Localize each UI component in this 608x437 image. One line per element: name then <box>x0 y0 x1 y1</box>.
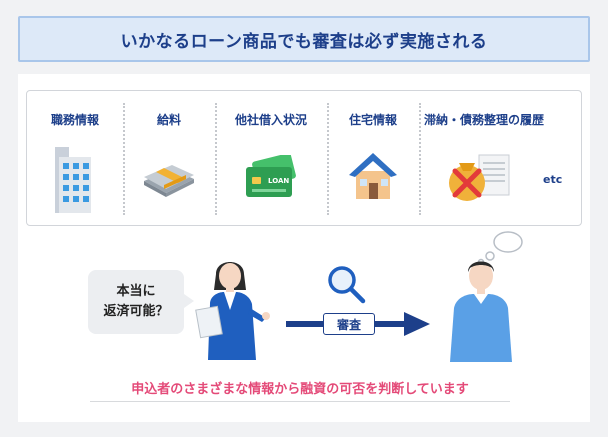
lender-woman-icon <box>194 256 278 360</box>
divider <box>419 103 421 215</box>
speech-line-2: 返済可能？ <box>103 304 169 319</box>
category-salary: 給料 <box>123 91 215 225</box>
speech-bubble: 本当に 返済可能？ <box>88 270 184 334</box>
category-label: 他社借入状況 <box>234 113 307 127</box>
category-label: 職務情報 <box>50 113 99 127</box>
speech-bubble-tail <box>184 294 194 308</box>
cash-bundle-icon <box>142 165 196 199</box>
caption: 申込者のさまざまな情報から融資の可否を判断しています <box>131 382 469 397</box>
divider <box>215 103 217 215</box>
title-banner: いかなるローン商品でも審査は必ず実施される <box>18 16 590 62</box>
magnifier-icon <box>326 264 366 304</box>
category-label: 住宅情報 <box>348 113 397 127</box>
category-other-loans: 他社借入状況 LOAN <box>215 91 327 225</box>
loan-card-text: LOAN <box>268 177 289 185</box>
applicant-man-icon <box>446 256 516 362</box>
caption-underline <box>90 401 510 402</box>
review-label: 審査 <box>323 313 375 335</box>
category-label: 滞納・債務整理の履歴 <box>424 113 545 127</box>
loan-card-icon: LOAN <box>244 155 298 201</box>
category-delinquency-history: 滞納・債務整理の履歴 <box>419 91 545 225</box>
house-icon <box>347 149 399 201</box>
speech-line-1: 本当に <box>116 284 156 299</box>
etc-label: etc <box>543 173 563 186</box>
money-bag-denied-icon <box>445 149 515 205</box>
category-job-info: 職務情報 <box>27 91 123 225</box>
office-building-icon <box>53 147 97 213</box>
divider <box>327 103 329 215</box>
category-housing: 住宅情報 <box>327 91 419 225</box>
divider <box>123 103 125 215</box>
thought-bubble-icon <box>476 230 526 266</box>
diagram-panel: 職務情報 給料 <box>18 74 590 422</box>
review-label-text: 審査 <box>336 317 361 332</box>
page-title: いかなるローン商品でも審査は必ず実施される <box>120 31 488 52</box>
review-criteria-box: 職務情報 給料 <box>26 90 582 226</box>
category-label: 給料 <box>156 113 181 127</box>
